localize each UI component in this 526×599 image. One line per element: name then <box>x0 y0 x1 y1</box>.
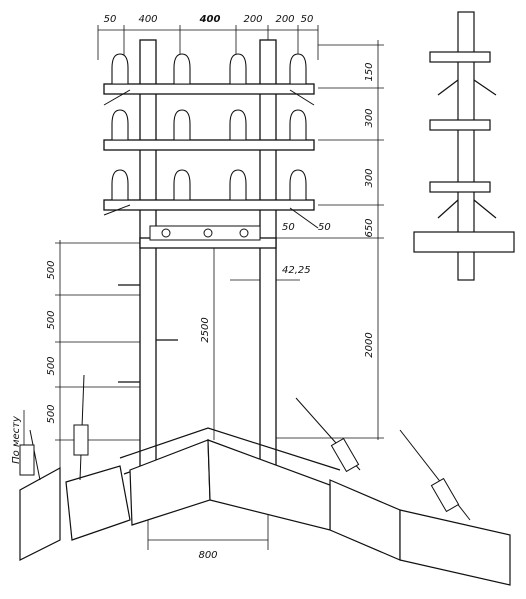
top-dim-3: 400 <box>199 14 221 25</box>
insulator-row-3 <box>111 169 307 201</box>
top-dimension-lines <box>97 25 319 60</box>
center-dim-offset: 42,25 <box>282 265 311 276</box>
insulators <box>111 53 307 201</box>
right-dim-3: 300 <box>364 168 375 187</box>
left-note: По месту <box>11 415 22 464</box>
center-dim-gap: 50 <box>282 222 295 233</box>
left-dim-2: 500 <box>46 310 57 329</box>
left-dim-1: 500 <box>46 260 57 279</box>
step-bolts <box>118 284 178 383</box>
top-dim-1: 50 <box>104 14 117 25</box>
insulator-row-1 <box>111 53 307 85</box>
top-dim-6: 50 <box>301 14 314 25</box>
center-dim-height: 2500 <box>200 317 211 342</box>
crossarm-braces <box>103 89 319 229</box>
left-dim-3: 500 <box>46 356 57 375</box>
right-dimension-lines <box>270 40 384 440</box>
bottom-dim: 800 <box>198 550 217 561</box>
insulator-row-2 <box>111 109 307 141</box>
crossarms <box>103 83 315 249</box>
right-dim-5: 2000 <box>364 332 375 357</box>
right-dim-4: 650 <box>364 218 375 237</box>
right-dim-1: 150 <box>364 62 375 81</box>
top-dim-5: 200 <box>275 14 294 25</box>
detail-view <box>413 11 515 281</box>
terminal-box <box>149 225 261 241</box>
right-dim-2: 300 <box>364 108 375 127</box>
top-dim-2: 400 <box>138 14 157 25</box>
center-dim-gap2: 50 <box>318 222 331 233</box>
roof <box>19 427 511 586</box>
guy-wires <box>19 374 471 521</box>
top-dim-4: 200 <box>243 14 262 25</box>
left-dim-4: 500 <box>46 404 57 423</box>
